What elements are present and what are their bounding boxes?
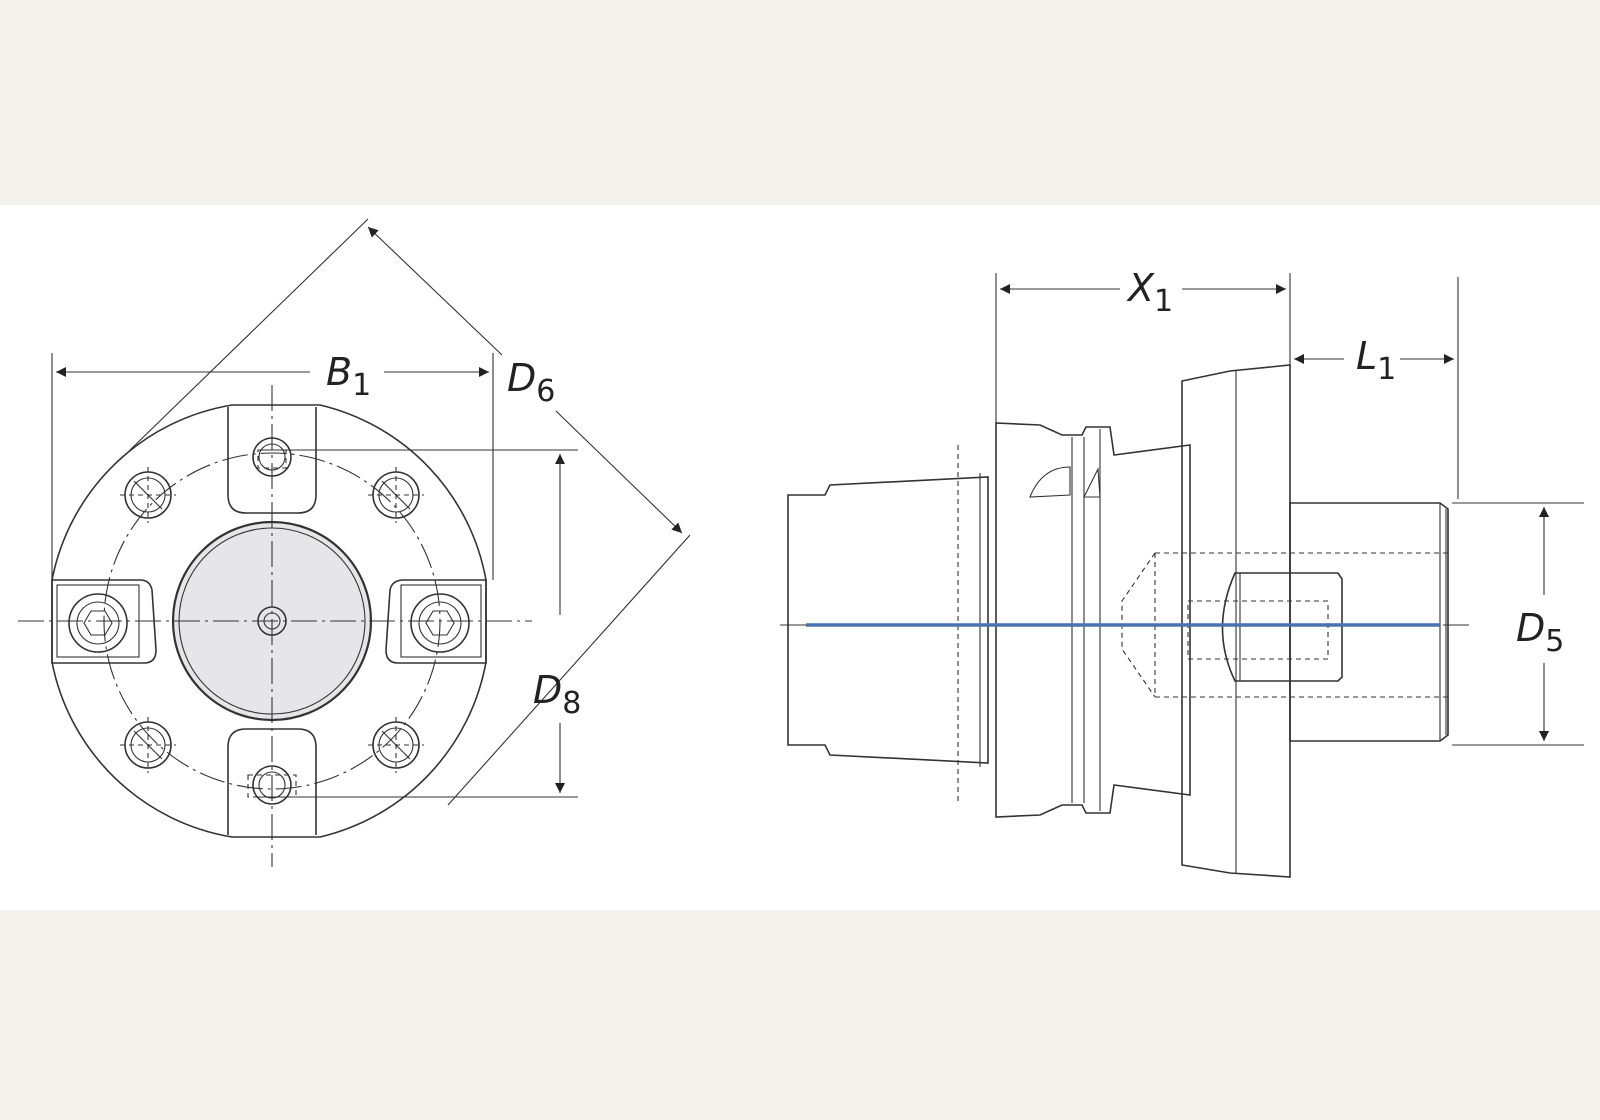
- dimension-b1-label: B1: [326, 350, 371, 403]
- internal-screw: [1221, 572, 1343, 682]
- front-view: B1 D6 D8: [18, 218, 691, 867]
- side-view-spigot: [1289, 502, 1449, 742]
- dimension-x1-label: X1: [1126, 266, 1173, 319]
- front-view-body: [51, 404, 487, 838]
- dimension-d5-label: D5: [1516, 606, 1564, 659]
- dimension-l1-label: L1: [1356, 334, 1396, 387]
- bolt-hole-top-right: [368, 467, 424, 523]
- technical-drawing: B1 D6 D8: [18, 218, 1584, 878]
- drawing-panel: B1 D6 D8: [0, 205, 1600, 910]
- dimension-d6-label: D6: [507, 356, 555, 409]
- side-view-flange: [1181, 364, 1291, 878]
- bolt-hole-top-left: [120, 467, 176, 523]
- bolt-hole-bottom-left: [120, 717, 176, 773]
- side-view-collar: [995, 422, 1191, 818]
- screw-left: [68, 593, 128, 653]
- bolt-hole-bottom-right: [368, 717, 424, 773]
- side-view: X1 L1 D5: [780, 266, 1584, 878]
- side-view-taper-shank: [787, 476, 989, 764]
- dimension-d6-line: [367, 226, 503, 356]
- screw-right: [410, 593, 470, 653]
- dimension-d8-label: D8: [533, 668, 581, 721]
